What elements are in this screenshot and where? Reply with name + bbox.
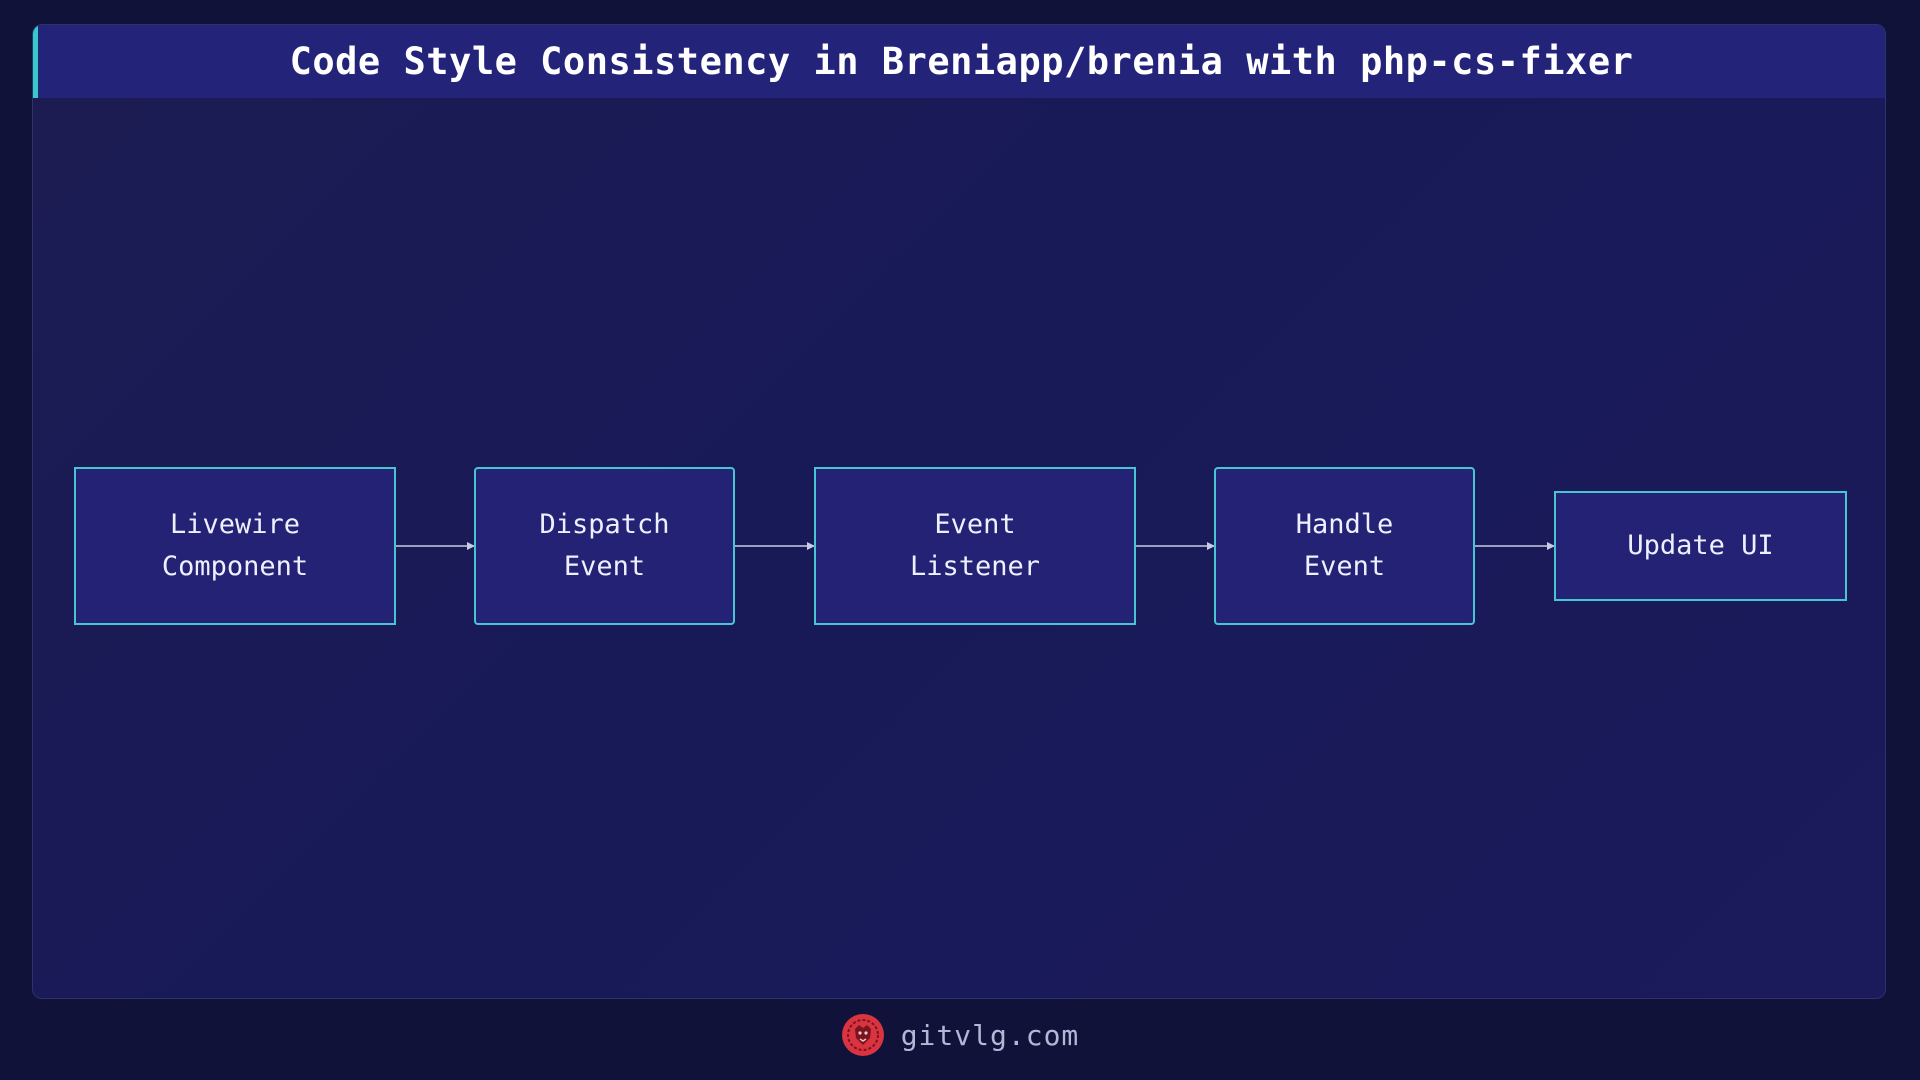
node-dispatch-event: Dispatch Event <box>474 467 735 625</box>
title-bar: Code Style Consistency in Breniapp/breni… <box>33 25 1885 98</box>
lion-head-icon <box>841 1014 884 1056</box>
footer: gitvlg.com <box>0 1010 1920 1060</box>
footer-site-link[interactable]: gitvlg.com <box>900 1018 1080 1052</box>
node-event-listener: Event Listener <box>814 467 1136 625</box>
page-title: Code Style Consistency in Breniapp/breni… <box>289 40 1634 83</box>
node-update-ui: Update UI <box>1554 491 1847 601</box>
node-livewire-component: Livewire Component <box>74 467 396 625</box>
node-handle-event: Handle Event <box>1214 467 1475 625</box>
